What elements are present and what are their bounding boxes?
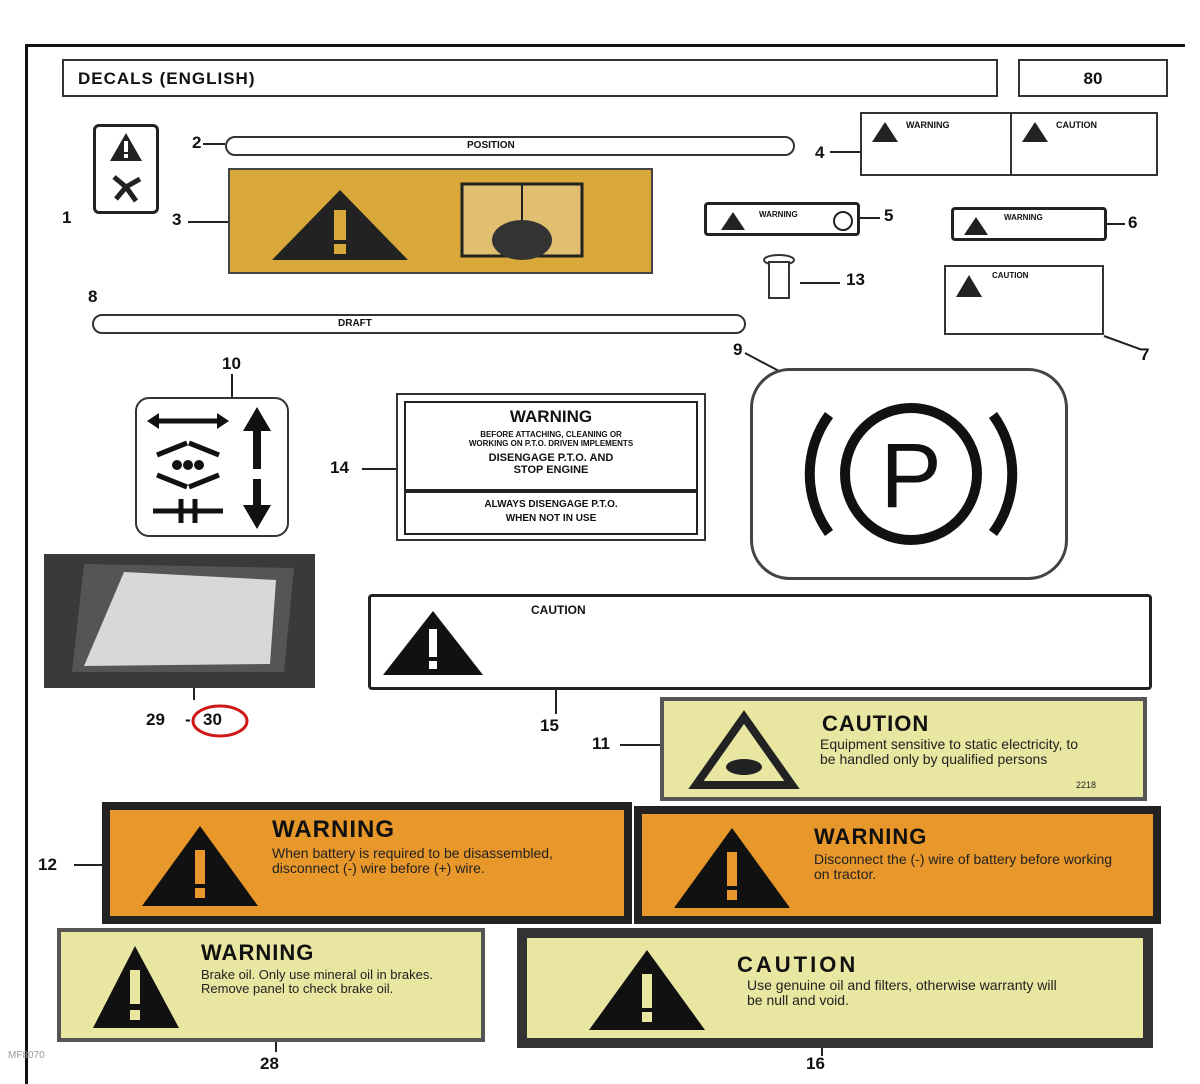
callout-5: 5 [884, 206, 894, 225]
warning-fan-icon [110, 133, 142, 203]
warning-triangle-icon [872, 122, 898, 142]
caution-triangle-icon [589, 950, 705, 1030]
caution-triangle-icon [1022, 122, 1048, 142]
decal-1 [93, 124, 159, 214]
page-number: 80 [1018, 59, 1168, 97]
callout-12: 12 [38, 855, 57, 874]
page-title: DECALS (ENGLISH) [62, 59, 998, 97]
callout-15: 15 [540, 716, 559, 735]
decal-2-strip: POSITION [225, 136, 795, 156]
callout-9: 9 [733, 340, 743, 359]
callout-1: 1 [62, 208, 72, 227]
callout-2: 2 [192, 133, 202, 152]
decal-28-brake-oil: WARNING Brake oil. Only use mineral oil … [57, 928, 485, 1042]
caution-triangle-icon [383, 611, 483, 675]
decal-14-pto-warning: WARNING BEFORE ATTACHING, CLEANING OR WO… [396, 393, 706, 541]
callout-16: 16 [806, 1054, 825, 1073]
decal-12-left: WARNING When battery is required to be d… [102, 802, 632, 924]
decal-10-hitch-controls [135, 397, 289, 537]
decal-3 [228, 168, 653, 274]
decal-12-right: WARNING Disconnect the (-) wire of batte… [634, 806, 1161, 924]
watermark: MF8070 [8, 1050, 45, 1061]
warning-triangle-icon [964, 217, 988, 235]
read-manual-icon [272, 182, 584, 260]
decal-16-genuine-oil: CAUTION Use genuine oil and filters, oth… [517, 928, 1153, 1048]
warning-triangle-icon [721, 212, 745, 230]
decal-9-parking-brake: P [750, 368, 1068, 580]
warning-triangle-icon [93, 946, 179, 1028]
callout-3: 3 [172, 210, 182, 229]
callout-28: 28 [260, 1054, 279, 1073]
drawing-frame [25, 44, 1185, 1084]
decal-8-strip: DRAFT [92, 314, 746, 334]
decal-7: CAUTION [944, 265, 1104, 335]
callout-11: 11 [592, 734, 610, 753]
callout-6: 6 [1128, 213, 1138, 232]
svg-text:P: P [880, 425, 941, 527]
caution-triangle-icon [956, 275, 982, 297]
callout-4: 4 [815, 143, 825, 162]
hitch-control-icons [147, 407, 271, 529]
callout-13: 13 [846, 270, 865, 289]
decal-4: WARNING CAUTION [860, 112, 1158, 176]
caution-static-icon [688, 710, 800, 789]
highlight-circle [191, 704, 249, 738]
callout-14: 14 [330, 458, 349, 477]
warning-triangle-icon [142, 826, 258, 906]
decal-6: WARNING [951, 207, 1107, 241]
decal-29-30-plate [44, 554, 315, 688]
decal-15-caution: CAUTION [368, 594, 1152, 690]
decal-13-cap [762, 252, 796, 302]
no-symbol-icon [833, 211, 853, 231]
callout-30: 30 [203, 710, 222, 729]
callout-29: 29 [146, 710, 165, 729]
reflector-plate [72, 564, 294, 672]
decal-5: WARNING [704, 202, 860, 236]
warning-triangle-icon [674, 828, 790, 908]
decal-11-static-caution: CAUTION Equipment sensitive to static el… [660, 697, 1147, 801]
callout-7: 7 [1140, 345, 1150, 364]
callout-10: 10 [222, 354, 241, 373]
callout-8: 8 [88, 287, 98, 306]
parking-brake-icon: P [804, 403, 1018, 545]
